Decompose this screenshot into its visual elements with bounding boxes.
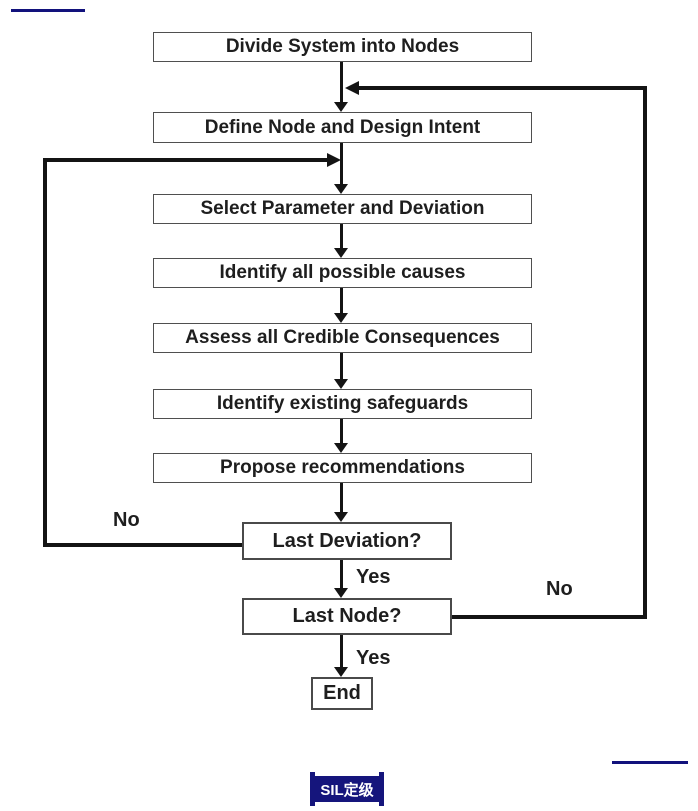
no-loop-left-vertical-line (43, 158, 47, 547)
flow-box-assess-consequences: Assess all Credible Consequences (153, 323, 532, 353)
badge-left-bar (310, 772, 315, 806)
arrow-line-lastnode-to-end (340, 635, 343, 667)
badge-right-bar (379, 772, 384, 806)
arrowhead-down-icon (334, 248, 348, 258)
flow-box-end: End (311, 677, 373, 710)
arrowhead-left-icon (345, 81, 359, 95)
arrowhead-right-icon (327, 153, 341, 167)
arrow-line-divide-to-define (340, 62, 343, 102)
edge-label-no-last-deviation: No (113, 509, 140, 531)
arrowhead-down-icon (334, 184, 348, 194)
arrowhead-down-icon (334, 313, 348, 323)
arrowhead-down-icon (334, 102, 348, 112)
flow-box-select-parameter: Select Parameter and Deviation (153, 194, 532, 224)
edge-label-no-last-node: No (546, 578, 573, 600)
arrowhead-down-icon (334, 512, 348, 522)
arrowhead-down-icon (334, 443, 348, 453)
arrow-line-propose-to-lastdev (340, 483, 343, 512)
arrow-line-safeguards-to-propose (340, 419, 343, 443)
no-loop-left-return-line (43, 158, 327, 162)
no-loop-right-exit-line (452, 615, 647, 619)
arrowhead-down-icon (334, 588, 348, 598)
arrow-line-lastdev-to-lastnode (340, 560, 343, 588)
badge-label: SIL定级 (313, 776, 381, 802)
no-loop-left-exit-line (43, 543, 242, 547)
arrow-line-assess-to-safeguards (340, 353, 343, 379)
no-loop-right-vertical-line (643, 86, 647, 619)
flow-box-identify-causes: Identify all possible causes (153, 258, 532, 288)
flow-box-identify-safeguards: Identify existing safeguards (153, 389, 532, 419)
edge-label-yes-last-deviation: Yes (356, 566, 391, 588)
bottom-right-rule (612, 761, 688, 764)
flow-box-propose-recommendations: Propose recommendations (153, 453, 532, 483)
top-left-rule (11, 9, 85, 12)
edge-label-yes-last-node: Yes (356, 647, 391, 669)
flow-box-last-deviation: Last Deviation? (242, 522, 452, 560)
arrowhead-down-icon (334, 379, 348, 389)
arrow-line-select-to-causes (340, 224, 343, 248)
arrow-line-define-to-select (340, 143, 343, 184)
no-loop-right-return-line (359, 86, 647, 90)
flow-box-define-node: Define Node and Design Intent (153, 112, 532, 143)
arrow-line-causes-to-assess (340, 288, 343, 313)
sil-rating-badge[interactable]: SIL定级 (310, 772, 384, 806)
flow-box-divide-system: Divide System into Nodes (153, 32, 532, 62)
arrowhead-down-icon (334, 667, 348, 677)
flow-box-last-node: Last Node? (242, 598, 452, 635)
